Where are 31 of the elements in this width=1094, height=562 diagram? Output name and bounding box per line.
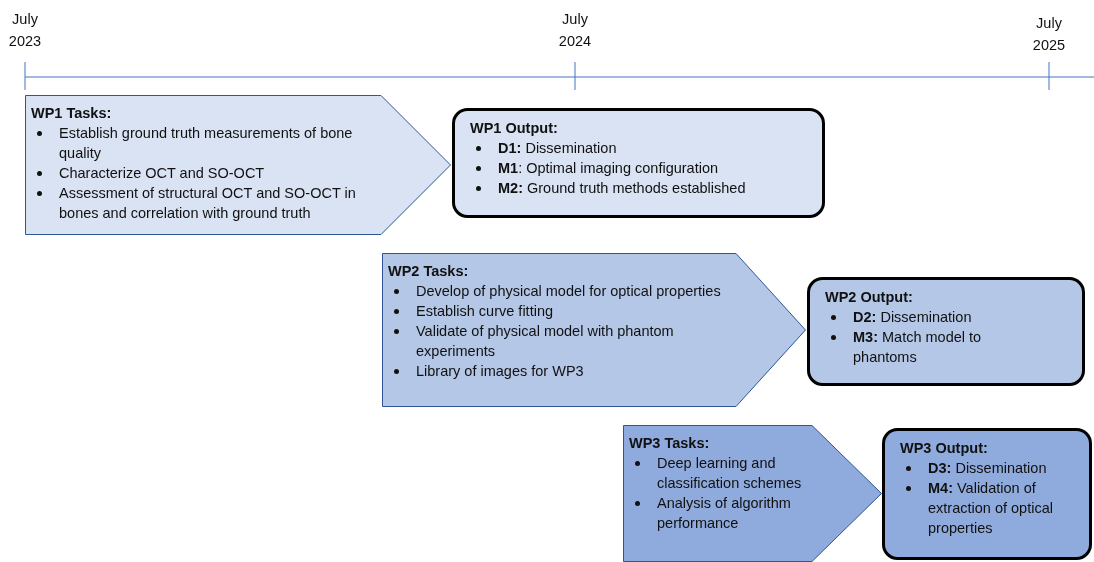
heading: WP3 Output: [900, 439, 988, 458]
task-panel [25, 95, 451, 235]
date-label: July 2025 [1031, 14, 1067, 55]
list-item: Library of images for WP3 [416, 362, 584, 381]
task-panel [623, 425, 882, 562]
output-box [807, 277, 1085, 386]
list-item: M1: Optimal imaging configuration [498, 159, 719, 178]
list-item: D3: Dissemination [928, 459, 1047, 478]
list-item: Validate of physical model with phantom experiments [416, 322, 675, 361]
list-item: Deep learning and classification schemes [657, 454, 803, 493]
heading: WP2 Output: [825, 288, 913, 307]
list-item: Analysis of algorithm performance [657, 494, 792, 533]
list-item: M4: Validation of extraction of optical properties [928, 479, 1054, 538]
date-label: July 2024 [557, 10, 593, 51]
output-box [452, 108, 825, 218]
heading: WP1 Output: [470, 119, 558, 138]
output-box [882, 428, 1092, 560]
list-item: Assessment of structural OCT and SO-OCT in bones and correlation with ground truth [59, 184, 357, 223]
list-item: D2: Dissemination [853, 308, 972, 327]
heading: WP3 Tasks: [629, 434, 710, 453]
list-item: Establish ground truth measurements of bone quality [59, 124, 354, 163]
list-item: M2: Ground truth methods established [498, 179, 746, 198]
list-item: Characterize OCT and SO-OCT [59, 164, 265, 183]
list-item: Establish curve fitting [416, 302, 553, 321]
heading: WP2 Tasks: [388, 262, 469, 281]
task-panel [382, 253, 806, 407]
heading: WP1 Tasks: [31, 104, 112, 123]
list-item: M3: Match model to phantoms [853, 328, 983, 367]
list-item: Develop of physical model for optical properties [416, 282, 721, 301]
list-item: D1: Dissemination [498, 139, 617, 158]
date-label: July 2023 [7, 10, 43, 51]
